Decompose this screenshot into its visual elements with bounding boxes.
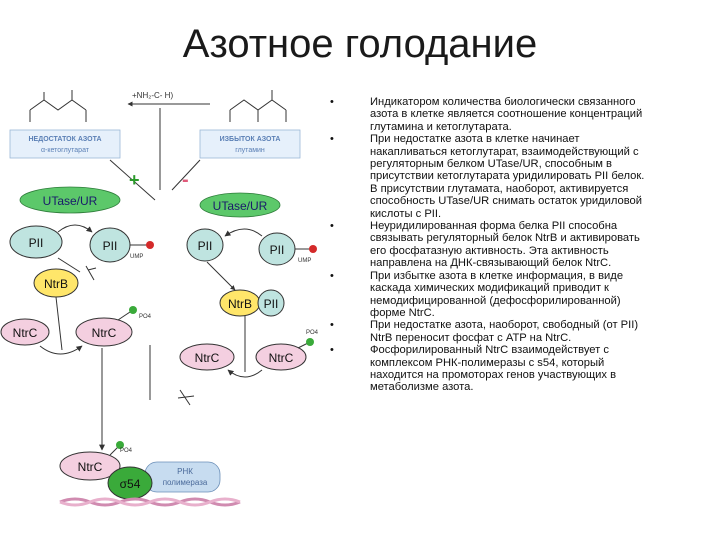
pii-free-right-label: PII xyxy=(198,239,213,253)
inhibit-bar-left xyxy=(85,265,95,281)
bullet-line: Неуридилированная форма белка PII способ… xyxy=(370,220,618,233)
bullet-item: При недостатке азота в клетке начинает н… xyxy=(330,133,715,220)
ntrc-left-phos-label: NtrC xyxy=(92,326,117,340)
po4-dot-bottom xyxy=(116,441,124,449)
middle-formula-text: +NH₂-C- H) xyxy=(132,91,173,100)
nitrogen-deficit-label: НЕДОСТАТОК АЗОТА xyxy=(28,136,101,143)
utase-ur-left-label: UTase/UR xyxy=(43,194,98,208)
bullet-list: Индикатором количества биологически связ… xyxy=(330,96,715,394)
sigma54: σ54 xyxy=(107,466,153,500)
bullet-line: регуляторным белком UTase/UR, способным … xyxy=(370,158,612,171)
bullet-line: немодифицированной (дефосфорилированной) xyxy=(370,294,621,307)
pii-free-left-label: PII xyxy=(29,236,44,250)
inhibition-minus-sign: - xyxy=(182,169,189,191)
ntrb-pii-complex: NtrB PII xyxy=(219,289,285,317)
glutamine-label: глутамин xyxy=(235,147,265,154)
bullet-line: Фосфорилированный NtrC взаимодействует с xyxy=(370,344,609,357)
pii-ump-right-label: PII xyxy=(270,243,285,257)
bullet-line: форме NtrC. xyxy=(370,306,435,319)
deuridylylation-arrow xyxy=(224,228,263,237)
bullet-line: накапливаться кетоглутарат, взаимодейств… xyxy=(370,145,639,158)
ntrc-bottom: NtrC PO4 xyxy=(59,441,133,481)
pii-to-ntrb-inhibit xyxy=(57,257,81,273)
bullet-line: способность UTase/UR снимать остаток ури… xyxy=(370,195,643,208)
bullet-item: При избытке азота в клетке информация, в… xyxy=(330,270,715,320)
bullet-line: азота в клетке является соотношение конц… xyxy=(370,108,643,121)
glutamine-to-utase-line xyxy=(171,159,201,191)
pii-ump-left-label: PII xyxy=(103,239,118,253)
bullet-item: Неуридилированная форма белка PII способ… xyxy=(330,220,715,270)
nitrogen-excess-label: ИЗБЫТОК АЗОТА xyxy=(220,136,281,143)
inhibit-cross-center xyxy=(177,395,195,399)
ump-dot-right xyxy=(309,245,317,253)
bullet-line: метаболизме азота. xyxy=(370,381,474,394)
ntrc-bottom-label: NtrC xyxy=(78,460,103,474)
rnap-line1: РНК xyxy=(177,467,193,476)
po4-label-bottom: PO4 xyxy=(120,448,133,454)
utase-ur-right: UTase/UR xyxy=(199,192,281,218)
rnap-line2: полимераза xyxy=(163,478,208,487)
dephosphorylation-arrow-right xyxy=(227,369,263,378)
bullet-line: Индикатором количества биологически связ… xyxy=(370,96,636,108)
ntrc-right-label: NtrC xyxy=(195,351,220,365)
alpha-ketoglutarate-structure xyxy=(29,90,87,122)
bullet-item: При недостатке азота, наоборот, свободны… xyxy=(330,319,715,344)
pii-ump-right: PII UMP xyxy=(258,232,317,266)
bullet-line: NtrB переносит фосфат с ATP на NtrC. xyxy=(370,331,572,344)
nitrogen-excess-box: ИЗБЫТОК АЗОТА глутамин xyxy=(199,129,301,159)
alpha-ketoglutarate-label: α-кетоглутарат xyxy=(41,147,90,154)
ump-dot-left xyxy=(146,241,154,249)
ump-label-right: UMP xyxy=(298,258,311,264)
page-title: Азотное голодание xyxy=(182,22,538,66)
rna-polymerase: РНК полимераза xyxy=(144,461,221,493)
nitrogen-deficit-box: НЕДОСТАТОК АЗОТА α-кетоглутарат xyxy=(9,129,121,159)
pii-free-left: PII xyxy=(9,225,63,259)
utase-ur-right-label: UTase/UR xyxy=(213,199,268,213)
pii-ump-left: PII UMP xyxy=(89,227,154,263)
glutamine-structure xyxy=(229,90,287,122)
pii-to-complex-line xyxy=(206,261,236,291)
bullet-line: его фосфатазную активность. Эта активнос… xyxy=(370,244,609,257)
bullet-line: При недостатке азота в клетке начинает xyxy=(370,133,580,146)
bullet-line: глутамина и кетоглутарата. xyxy=(370,120,512,133)
deficit-to-utase-line xyxy=(109,159,156,201)
uridylylation-arrow xyxy=(57,224,93,233)
ntrb-left-label: NtrB xyxy=(44,277,68,291)
bullet-line: связывать регуляторный белок NtrB и акти… xyxy=(370,232,640,245)
bullet-line: направлена на ДНК-связывающий белок NtrC… xyxy=(370,257,612,270)
bullet-line: присутствии кетоглутарата уридилировать … xyxy=(370,170,645,183)
bullet-line: При избытке азота в клетке информация, в… xyxy=(370,269,624,282)
bullet-line: При недостатке азота, наоборот, свободны… xyxy=(370,319,639,332)
po4-label-right: PO4 xyxy=(306,330,319,336)
po4-dot-left xyxy=(129,306,137,314)
utase-ur-left: UTase/UR xyxy=(19,186,121,214)
bullet-line: каскада химических модификаций приводит … xyxy=(370,282,609,295)
dna-helix-strand2 xyxy=(59,497,241,507)
nitrogen-regulation-diagram: +NH₂-C- H) НЕДОСТАТОК АЗОТА α-кетоглутар… xyxy=(0,90,319,507)
ntrc-right-unphos: NtrC xyxy=(179,343,235,371)
po4-dot-right xyxy=(306,338,314,346)
bullet-line: комплексом РНК-полимеразы с s54, который xyxy=(370,356,605,369)
inhibit-cross-left xyxy=(87,267,97,271)
pii-free-right: PII xyxy=(186,228,224,262)
bullet-item: Индикатором количества биологически связ… xyxy=(330,96,715,133)
po4-label-left: PO4 xyxy=(139,314,152,320)
ntrb-complex-label: NtrB xyxy=(228,297,252,311)
bullet-item: Фосфорилированный NtrC взаимодействует с… xyxy=(330,344,715,394)
phosphorylation-arrow-left xyxy=(39,345,83,355)
ump-label-left: UMP xyxy=(130,254,143,260)
activation-plus-sign: + xyxy=(129,170,140,190)
ntrb-to-ntrc-line xyxy=(55,296,63,351)
bullet-line: В присутствии глутамата, наоборот, актив… xyxy=(370,182,629,195)
ntrb-left: NtrB xyxy=(33,268,79,298)
ntrc-right-phos-label: NtrC xyxy=(269,351,294,365)
ntrc-left-unphos: NtrC xyxy=(0,318,50,346)
ntrc-left-label: NtrC xyxy=(13,326,38,340)
ntrc-right-phos: NtrC PO4 xyxy=(255,330,319,371)
pii-complex-label: PII xyxy=(264,297,279,311)
bullet-line: находится на промоторах генов участвующи… xyxy=(370,368,617,381)
bullet-line: кислоты с PII. xyxy=(370,207,442,220)
ntrc-left-phos: NtrC PO4 xyxy=(75,306,152,347)
sigma54-label: σ54 xyxy=(120,477,141,491)
